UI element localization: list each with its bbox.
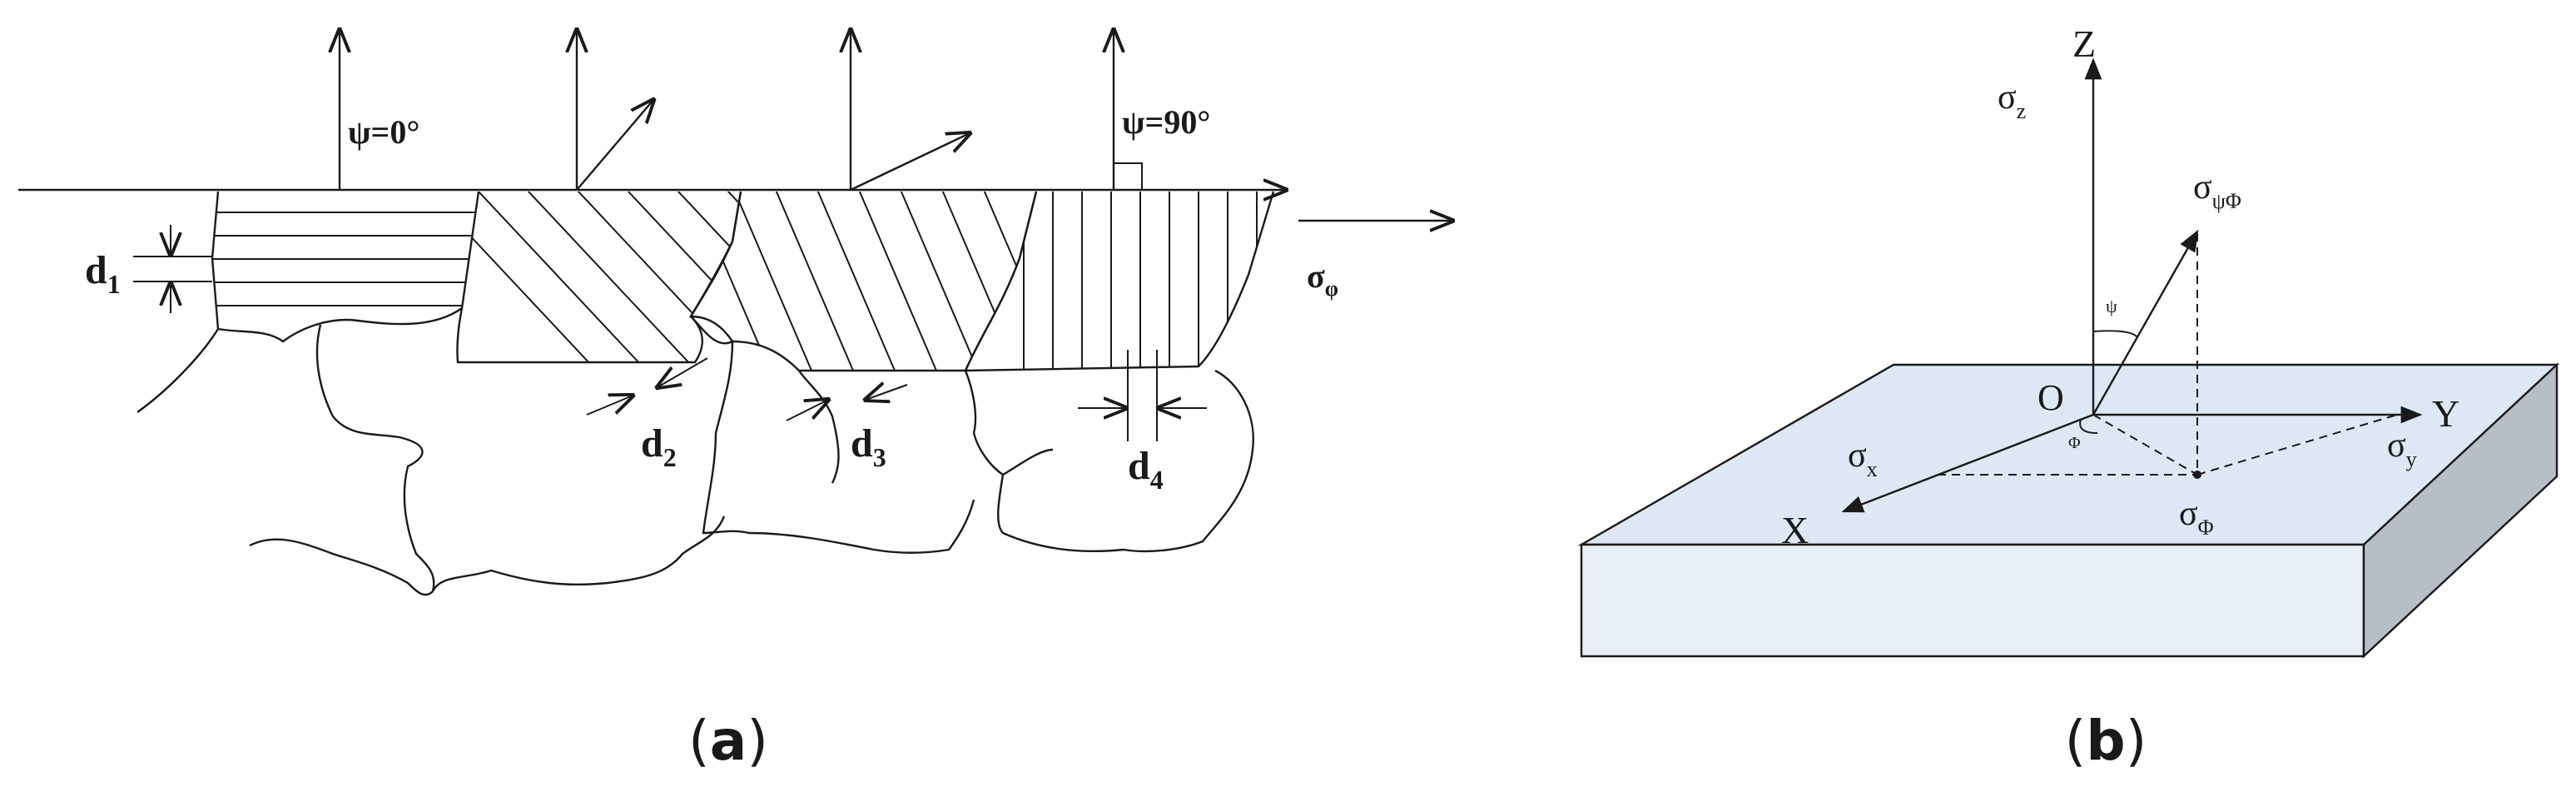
sigma-psiphi-vector — [2092, 229, 2199, 416]
d2-arrow-b — [658, 357, 708, 387]
lower-grain-outline-2 — [249, 516, 726, 596]
slab-front-face — [1580, 543, 2365, 658]
x-axis-label: X — [1781, 509, 1809, 551]
sigma-phi-label: σφ — [1307, 257, 1338, 301]
grain-1-boundary — [211, 191, 463, 343]
z-axis-label: Z — [2072, 22, 2096, 65]
grain-2-boundary — [456, 191, 742, 364]
d3-arrow-a — [786, 400, 828, 421]
grain-3-boundary — [688, 191, 1038, 372]
psi-0-label: ψ=0° — [348, 113, 419, 151]
projection-to-y — [2196, 414, 2398, 476]
sigma-x-label: σx — [1848, 436, 1878, 481]
d3-label: d3 — [851, 421, 886, 472]
d2-label: d2 — [641, 421, 677, 472]
tilt-arrow-2 — [576, 100, 653, 191]
d4-label: d4 — [1128, 444, 1164, 495]
tilt-arrow-3 — [850, 133, 970, 192]
d3-arrow-b — [866, 385, 908, 400]
lower-grain-outline-left — [136, 328, 220, 413]
lower-grain-outline-1 — [315, 324, 435, 592]
psi-angle-label: ψ — [2106, 296, 2117, 316]
slab-side-face — [2362, 362, 2559, 659]
sigma-y-label: σy — [2387, 426, 2417, 471]
lower-grain-outline-3 — [690, 316, 975, 554]
right-angle-mark — [1114, 162, 1143, 190]
sigma-Phi-label: σΦ — [2179, 495, 2214, 540]
d1-label: d1 — [85, 248, 121, 299]
lower-grain-outline-5 — [964, 369, 1254, 553]
lower-grain-outline-4 — [798, 370, 840, 484]
caption-a: (a) — [688, 709, 768, 773]
grain-1-hatch — [212, 212, 479, 306]
panel-b-labels: Z Y X O σz σψΦ σx σy σΦ ψ Φ — [1781, 22, 2459, 551]
x-axis — [1841, 413, 2094, 513]
lower-grain-outline-6 — [1002, 448, 1054, 476]
panel-a-labels: ψ=0° ψ=90° σφ d1 d2 d3 d4 — [85, 103, 1338, 495]
sigma-z-label: σz — [1998, 78, 2026, 123]
caption-b: (b) — [2065, 709, 2147, 773]
psi-angle-arc — [2092, 330, 2138, 338]
grain-3-hatch — [691, 192, 1036, 371]
phi-angle-arc — [2079, 419, 2098, 434]
y-axis-label: Y — [2432, 392, 2459, 435]
psi-90-label: ψ=90° — [1122, 103, 1210, 141]
phi-angle-label: Φ — [2068, 434, 2081, 452]
sigma-psiphi-label: σψΦ — [2193, 168, 2241, 213]
projection-point — [2193, 471, 2201, 479]
origin-label: O — [2037, 377, 2064, 418]
projection-to-origin — [2092, 414, 2198, 476]
panel-a — [18, 30, 1452, 596]
panel-b — [1577, 57, 2560, 659]
grain-4-hatch — [1023, 192, 1258, 371]
d2-arrow-a — [586, 396, 633, 416]
